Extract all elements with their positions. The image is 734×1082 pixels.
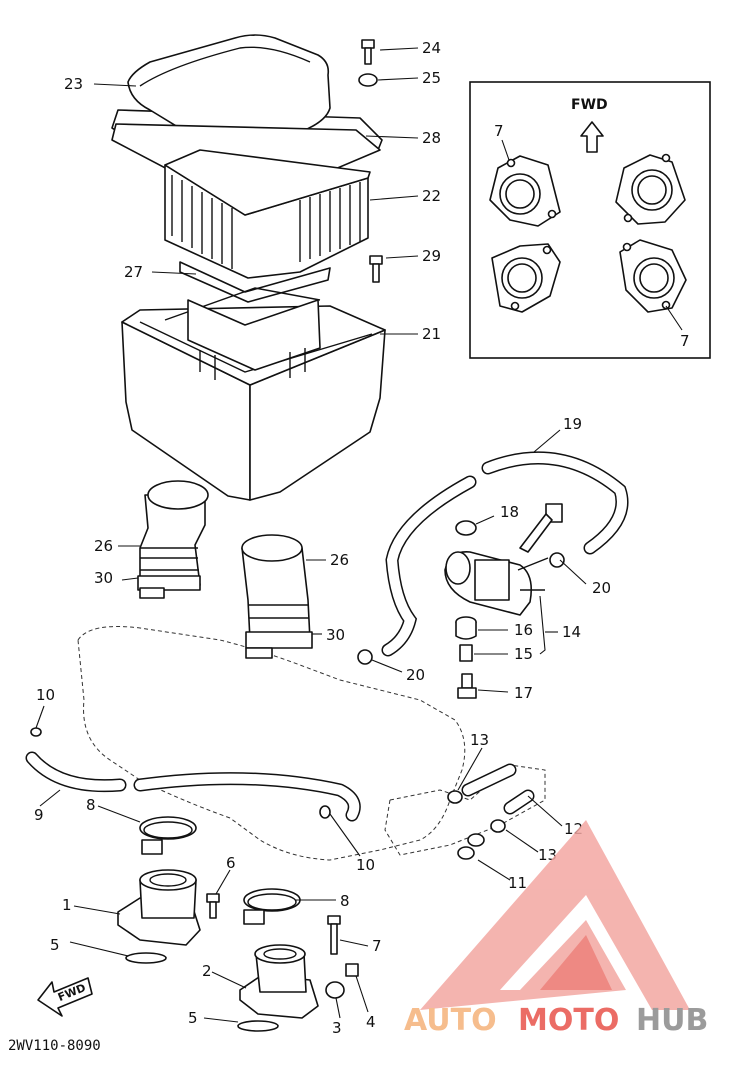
callout-10-right: 10 [356,856,375,874]
manifold-flange-inset-1 [489,155,561,227]
hose-clamp-8b [243,888,301,925]
callout-26-right: 26 [330,551,349,569]
callout-15: 15 [514,645,533,663]
clip-13-upper [447,790,463,804]
callout-13-upper: 13 [470,731,489,749]
plug-15 [459,644,473,662]
callout-3: 3 [332,1019,342,1037]
callout-10-left: 10 [36,686,55,704]
clip-10-lower [319,805,331,819]
manifold-flange-inset-4 [619,239,687,313]
bolt-7 [327,915,341,955]
air-valve-assembly [444,503,563,616]
svg-text:MOTO: MOTO [518,1003,619,1038]
callout-22: 22 [422,187,441,205]
callout-1: 1 [62,896,72,914]
fitting-11b [467,833,485,847]
hose-9 [25,751,127,793]
callout-21: 21 [422,325,441,343]
callout-6: 6 [226,854,236,872]
callout-7-inset-top: 7 [494,122,504,140]
bolt-17 [457,673,477,699]
callout-25: 25 [422,69,441,87]
corner-fwd-arrow-icon: FWD [37,977,93,1017]
clip-20-lower [357,649,373,665]
watermark-logo: AUTO MOTO HUB [404,820,708,1038]
fwd-inset-box [469,81,711,359]
callout-2: 2 [202,962,212,980]
callout-24: 24 [422,39,441,57]
fwd-arrow-icon [580,121,604,153]
intake-manifold-2 [239,944,319,1019]
drawing-code: 2WV110-8090 [8,1038,101,1054]
intake-joint-left [137,480,209,599]
manifold-flange-inset-3 [491,243,561,313]
callout-26-left: 26 [94,537,113,555]
hose-12 [461,763,535,815]
fitting-11a [457,846,475,860]
air-filter-element [164,149,371,279]
callout-5-lower: 5 [188,1009,198,1027]
callout-16: 16 [514,621,533,639]
o-ring-5b [237,1020,279,1032]
callout-4: 4 [366,1013,376,1031]
callout-8-right: 8 [340,892,350,910]
callout-29: 29 [422,247,441,265]
callout-7-lower: 7 [372,937,382,955]
nut-4 [345,963,359,977]
screw-29 [369,255,383,283]
callout-11: 11 [508,874,527,892]
collar-3 [325,981,345,999]
breather-hose-19 [381,451,629,657]
callout-5-upper: 5 [50,936,60,954]
callout-labels: 24 25 23 28 22 29 27 21 7 7 19 18 20 20 … [34,39,690,1037]
clip-20-upper [549,552,565,568]
callout-7-inset-bottom: 7 [680,332,690,350]
callout-23: 23 [64,75,83,93]
cap-18 [455,520,477,536]
clip-10-upper [30,727,42,737]
screw-24 [361,39,375,65]
carburetor-assembly-outline [77,626,466,861]
callout-28: 28 [422,129,441,147]
svg-text:AUTO: AUTO [404,1003,497,1038]
callout-19: 19 [563,415,582,433]
grommet-16 [455,616,477,640]
intake-manifold-1 [117,869,201,946]
grommet-25 [358,73,378,87]
svg-text:HUB: HUB [636,1003,708,1038]
callout-14: 14 [562,623,581,641]
clip-13-lower [490,819,506,833]
air-box-case [121,287,386,501]
callout-30-right: 30 [326,626,345,644]
bolt-6 [206,893,220,919]
inset-fwd-label: FWD [571,97,608,113]
callout-27: 27 [124,263,143,281]
callout-8-left: 8 [86,796,96,814]
hose-clamp-8a [139,816,197,855]
leader-lines [35,47,683,1023]
callout-18: 18 [500,503,519,521]
o-ring-5a [125,952,167,964]
callout-20-lower: 20 [406,666,425,684]
callout-9: 9 [34,806,44,824]
callout-20-upper: 20 [592,579,611,597]
manifold-flange-inset-2 [615,153,686,225]
callout-17: 17 [514,684,533,702]
callout-30-left: 30 [94,569,113,587]
intake-joint-right [241,534,313,659]
hose-long [133,772,361,822]
